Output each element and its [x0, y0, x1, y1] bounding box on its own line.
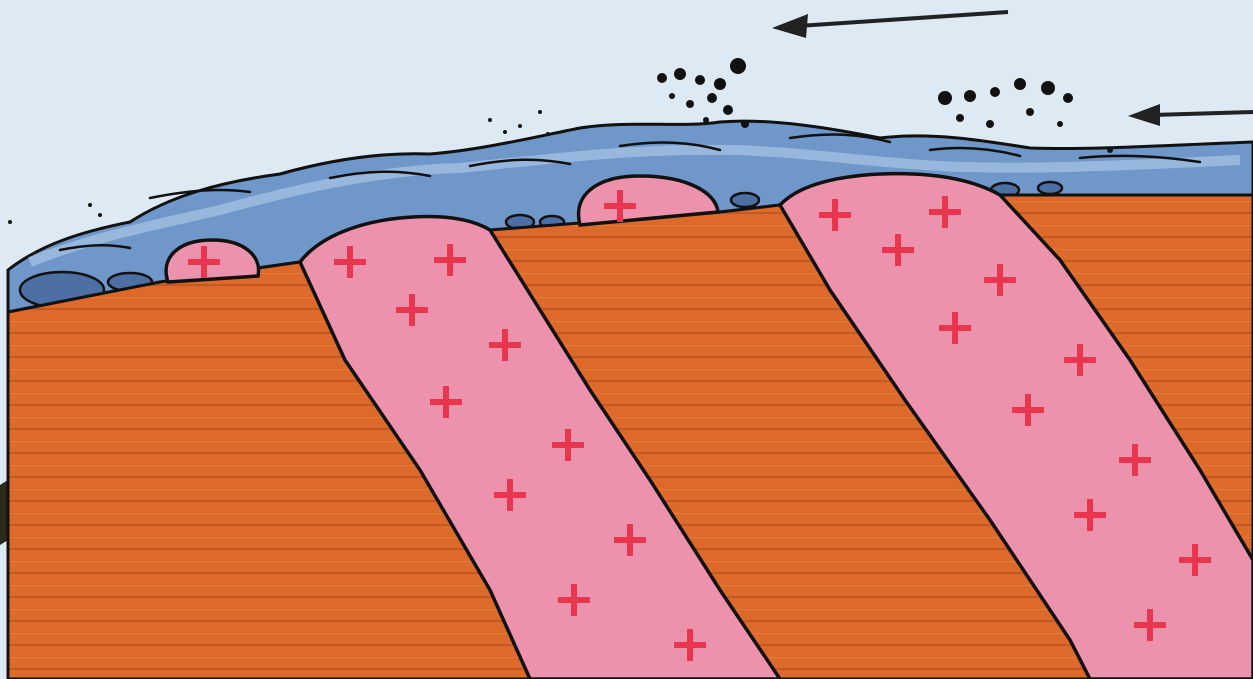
erosion-diagram	[0, 0, 1253, 679]
